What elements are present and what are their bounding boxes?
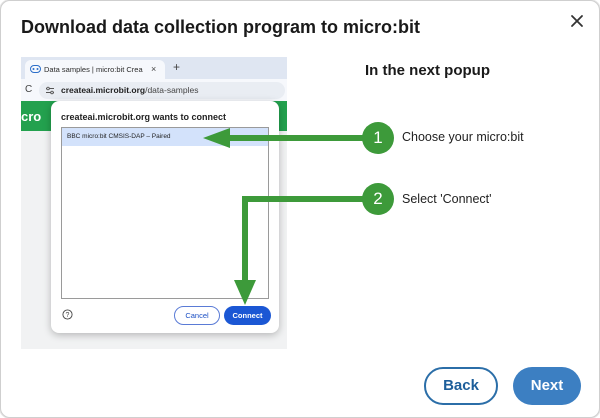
dialog-title: Download data collection program to micr… [21,17,421,37]
banner-text: cro [21,109,42,124]
microbit-favicon-icon [30,65,41,73]
close-icon[interactable] [567,11,587,31]
url-path: /data-samples [145,85,199,95]
svg-text:?: ? [66,312,70,319]
back-button[interactable]: Back [424,367,498,405]
connect-popup: createai.microbit.org wants to connect B… [51,101,279,333]
browser-screenshot: Data samples | micro:bit Crea × + C crea… [21,57,287,349]
device-list: BBC micro:bit CMSIS-DAP – Paired [61,127,269,299]
step-1-text: Choose your micro:bit [402,130,524,144]
step-1-badge: 1 [362,122,394,154]
url-text: createai.microbit.org/data-samples [61,85,198,95]
next-button[interactable]: Next [513,367,581,405]
help-icon: ? [62,309,73,320]
url-domain: createai.microbit.org [61,85,146,95]
reload-icon: C [25,84,33,95]
step-2-text: Select 'Connect' [402,192,492,206]
popup-title: createai.microbit.org wants to connect [61,112,227,122]
url-box: createai.microbit.org/data-samples [39,82,285,99]
browser-address-bar: C createai.microbit.org/data-samples [21,79,287,101]
browser-tab: Data samples | micro:bit Crea × [25,60,165,79]
device-row: BBC micro:bit CMSIS-DAP – Paired [62,128,268,146]
browser-tab-label: Data samples | micro:bit Crea [44,65,143,74]
site-settings-icon [46,86,54,95]
step-2-badge: 2 [362,183,394,215]
browser-tab-bar: Data samples | micro:bit Crea × + [21,57,287,79]
instructions-heading: In the next popup [365,62,490,79]
popup-connect-button: Connect [224,306,271,325]
popup-cancel-button: Cancel [174,306,220,325]
new-tab-icon: + [173,60,181,74]
tab-close-icon: × [151,64,157,74]
